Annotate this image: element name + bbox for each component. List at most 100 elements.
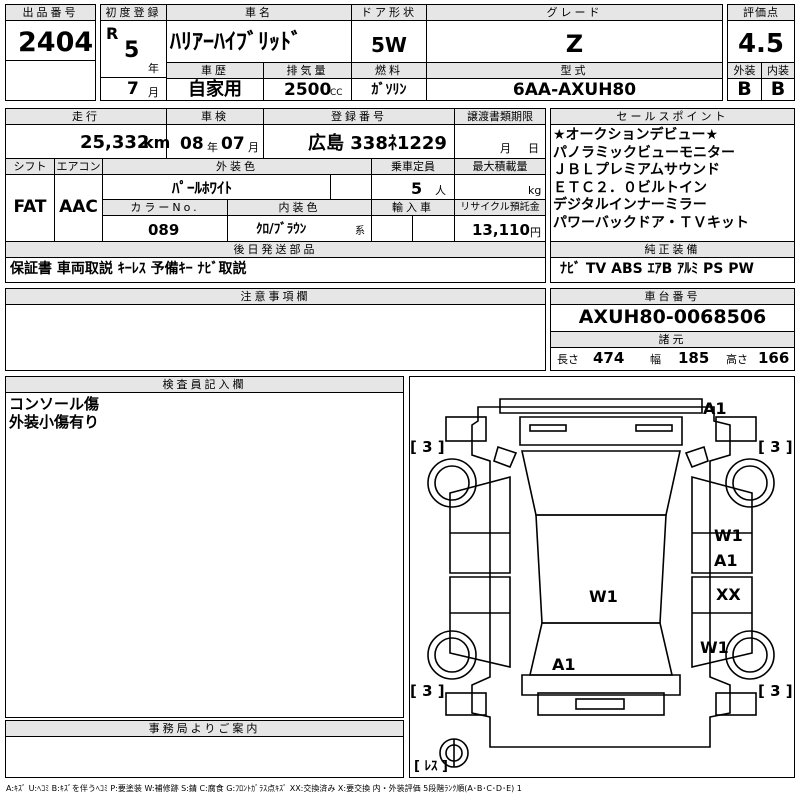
int-color-value: ｸﾛ/ﾌﾞﾗｳﾝ [256,222,307,237]
car-body-outline [471,406,731,748]
exterior-grade-value: B [737,78,752,100]
import-label: 輸入車 [372,200,454,216]
equipment-value: ﾅﾋﾞ TV ABS ｴｱB ｱﾙﾐ PS PW [560,261,754,277]
car-diagram [427,398,775,768]
sales-label: セールスポイント [551,109,794,125]
later-parts-value: 保証書 車両取説 ｷｰﾚｽ 予備ｷｰ ﾅﾋﾞ取説 [10,261,247,277]
trunk [521,674,681,696]
inspector-label: 検査員記入欄 [6,377,403,393]
right-side-rear [691,576,753,669]
ext-color-value: ﾊﾟｰﾙﾎﾜｲﾄ [172,179,233,197]
int-color-label: 内装色 [228,200,371,216]
inspector-notes: コンソール傷 外装小傷有り [9,395,99,431]
wheel-rr [725,630,775,680]
damage-mark-front: A1 [703,399,727,418]
history-label: 車歴 [167,63,263,79]
mileage-value: 25,332 [80,132,150,153]
office-label: 事務局よりご案内 [6,721,403,737]
shift-value: FAT [13,197,47,217]
damage-mark-rf-door2: A1 [714,551,738,570]
sales-item: ＥＴＣ２．０ビルトイン [553,179,707,196]
grade-label: グレード [427,5,722,21]
chassis-label: 車台番号 [551,289,794,305]
aircon-label: エアコン [55,159,102,175]
legend: A:ｷｽﾞ U:ﾍｺﾐ B:ｷｽﾞを伴うﾍｺﾐ P:要塗装 W:補修跡 S:錆 … [6,784,522,793]
registration-value: 広島 338ﾈ1229 [308,133,447,154]
sales-item: パノラミックビューモニター [553,144,735,161]
score-value: 4.5 [737,29,785,59]
sales-item: デジタルインナーミラー [553,197,707,213]
lot-box [5,4,96,101]
details-box [5,108,546,283]
displacement-label: 排気量 [264,63,351,79]
sales-item: ★オークションデビュー★ [553,127,719,143]
damage-mark-rf-door: W1 [714,526,743,545]
inspector-line: コンソール傷 [9,395,100,413]
sales-box [550,108,795,283]
mirror-left [493,445,518,469]
dimensions-label: 諸元 [551,332,794,348]
score-label: 評価点 [728,5,794,21]
doors-value: 5W [371,33,407,57]
max-load-unit: kg [528,184,542,197]
capacity-label: 乗車定員 [372,159,454,175]
wheel-fl [427,458,477,508]
model-value: 6AA-AXUH80 [512,80,637,100]
windshield [521,450,681,516]
inspector-line: 外装小傷有り [9,413,100,431]
first-reg-year: 5 [124,38,140,63]
inspector-box [5,376,404,718]
aircon-value: AAC [59,197,98,217]
model-label: 型式 [427,63,722,79]
capacity-value: 5 [411,179,423,198]
car-name: ﾊﾘｱｰﾊｲﾌﾞﾘｯﾄﾞ [170,30,303,55]
rear-bumper [537,692,665,716]
height-value: 166 [758,349,790,367]
wheel-rl [427,630,477,680]
right-side [691,475,753,574]
notes-box [5,288,546,371]
roof [535,514,667,624]
color-no-label: カラーNo. [103,200,227,216]
damage-mark-rear: A1 [552,655,576,674]
length-label: 長さ [557,353,579,366]
inspection-month: 07 [221,134,245,154]
shift-label: シフト [6,159,54,175]
tire-rr-label: [ 3 ] [758,682,793,700]
main-info-box [100,4,723,101]
fuel-label: 燃料 [352,63,426,79]
inspection-label: 車検 [167,109,263,125]
tire-fr-label: [ 3 ] [758,438,793,456]
sales-item: ＪＢＬプレミアムサウンド [553,162,721,178]
mirror-right [684,445,709,469]
hood [519,416,683,446]
fuel-value: ｶﾞｿﾘﾝ [371,82,407,98]
left-side [449,475,511,574]
lot-label: 出品番号 [6,5,95,21]
left-side-rear [449,576,511,669]
car-name-label: 車名 [167,5,351,21]
damage-mark-roof: W1 [589,587,618,606]
history-value: 自家用 [188,79,242,100]
registration-label: 登録番号 [264,109,454,125]
first-reg-year-unit: 年 [148,62,159,75]
equipment-label: 純正装備 [551,242,794,258]
front-panel-right [715,416,757,442]
rear-panel-right [715,692,757,716]
first-reg-label: 初度登録 [101,5,166,21]
license-plate [575,698,625,710]
first-reg-month-unit: 月 [148,86,159,99]
recycle-label: リサイクル預託金 [455,200,545,216]
grille [635,424,673,432]
chassis-box [550,288,795,371]
interior-grade-value: B [770,78,786,100]
max-load-label: 最大積載量 [455,159,545,175]
color-no-value: 089 [148,221,180,239]
transfer-deadline-label: 譲渡書類期限 [455,109,545,125]
grade-value: Z [565,30,584,58]
doors-label: ドア形状 [352,5,426,21]
interior-grade-label: 内装 [762,63,794,79]
car-diagram-box [409,376,795,778]
spare-label: [ ﾚｽ ] [414,759,448,774]
inspection-month-unit: 月 [248,141,259,154]
